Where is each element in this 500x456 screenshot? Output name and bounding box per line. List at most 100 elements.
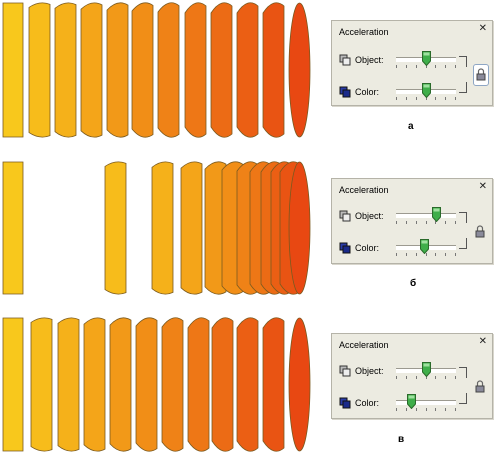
panel-title: Acceleration (339, 185, 389, 195)
link-bracket-bottom (459, 393, 467, 404)
object-slider[interactable] (396, 207, 456, 225)
blend-step-shape (211, 317, 234, 452)
blend-step-shape (288, 161, 311, 295)
slider-tick (425, 65, 427, 68)
object-row: Object: (339, 364, 384, 378)
slider-tick (445, 253, 447, 256)
slider-thumb[interactable] (432, 207, 442, 222)
slider-tick (415, 221, 417, 224)
blend-step-shape (288, 2, 311, 138)
slider-tick (396, 65, 397, 68)
slider-tick (396, 376, 397, 379)
slider-tick (445, 408, 447, 411)
slider-thumb[interactable] (420, 239, 430, 254)
lock-toggle-button[interactable] (473, 377, 487, 397)
blend-step-shape (204, 161, 227, 295)
blend-step-shape (288, 317, 311, 452)
lock-icon (476, 68, 486, 81)
slider-tick (435, 376, 437, 379)
slider-ticks (396, 253, 456, 256)
blend-step-shape (54, 2, 77, 138)
blend-step-shape (83, 317, 106, 452)
slider-ticks (396, 408, 456, 411)
slider-tick (405, 408, 407, 411)
blend-graphic-a (2, 2, 311, 138)
color-label: Color: (355, 398, 380, 408)
panel-title: Acceleration (339, 27, 389, 37)
slider-ticks (396, 221, 456, 224)
slider-thumb[interactable] (421, 51, 431, 66)
slider-tick (396, 253, 397, 256)
blend-step-shape (161, 317, 184, 452)
blend-step-shape (28, 2, 51, 138)
slider-tick (445, 221, 447, 224)
slider-tick (435, 221, 437, 224)
object-row: Object: (339, 53, 384, 67)
object-slider[interactable] (396, 51, 456, 69)
slider-tick (405, 376, 407, 379)
color-slider[interactable] (396, 83, 456, 101)
acceleration-panel-a: Acceleration ✕ Object: Color: (331, 20, 493, 106)
link-bracket-top (459, 367, 467, 378)
slider-tick (455, 65, 456, 68)
link-bracket-top (459, 56, 467, 67)
object-label: Object: (355, 366, 384, 376)
slider-ticks (396, 65, 456, 68)
link-bracket-top (459, 212, 467, 223)
blend-step-shape (236, 317, 259, 452)
lock-icon (475, 380, 485, 393)
slider-tick (455, 408, 456, 411)
slider-tick (435, 65, 437, 68)
object-acceleration-icon (339, 210, 352, 223)
slider-tick (415, 408, 417, 411)
slider-tick (405, 221, 407, 224)
blend-step-shape (151, 161, 174, 295)
blend-step-shape (180, 161, 203, 295)
slider-tick (445, 376, 447, 379)
close-icon[interactable]: ✕ (478, 23, 487, 34)
lock-icon (475, 225, 485, 238)
close-icon[interactable]: ✕ (478, 336, 487, 347)
slider-tick (455, 376, 456, 379)
slider-tick (425, 253, 427, 256)
blend-step-shape (57, 317, 80, 452)
lock-toggle-button[interactable] (473, 222, 487, 242)
blend-graphic-c (2, 317, 311, 452)
blend-step-shape (184, 2, 207, 138)
blend-step-shape (30, 317, 53, 452)
acceleration-panel-c: Acceleration ✕ Object: Color: (331, 333, 493, 419)
blend-step-shape (157, 2, 180, 138)
slider-tick (425, 376, 427, 379)
color-acceleration-icon (339, 397, 352, 410)
color-row: Color: (339, 396, 379, 410)
color-acceleration-icon (339, 242, 352, 255)
slider-tick (425, 97, 427, 100)
caption-b: б (410, 278, 417, 289)
slider-tick (405, 97, 407, 100)
lock-toggle-button[interactable] (473, 64, 489, 86)
link-bracket-bottom (459, 238, 467, 249)
slider-thumb[interactable] (421, 362, 431, 377)
close-icon[interactable]: ✕ (478, 181, 487, 192)
caption-c: в (398, 434, 405, 445)
slider-ticks (396, 376, 456, 379)
slider-tick (455, 97, 456, 100)
object-slider[interactable] (396, 362, 456, 380)
slider-thumb[interactable] (421, 83, 431, 98)
slider-tick (425, 408, 427, 411)
color-slider[interactable] (396, 394, 456, 412)
slider-tick (435, 97, 437, 100)
panel-title: Acceleration (339, 340, 389, 350)
slider-tick (435, 408, 437, 411)
slider-tick (396, 408, 397, 411)
blend-graphic-b (2, 161, 311, 295)
blend-step-shape (262, 2, 285, 138)
slider-tick (396, 221, 397, 224)
color-slider[interactable] (396, 239, 456, 257)
slider-tick (405, 253, 407, 256)
slider-tick (415, 97, 417, 100)
blend-step-shape (131, 2, 154, 138)
color-acceleration-icon (339, 86, 352, 99)
color-row: Color: (339, 241, 379, 255)
slider-thumb[interactable] (406, 394, 416, 409)
